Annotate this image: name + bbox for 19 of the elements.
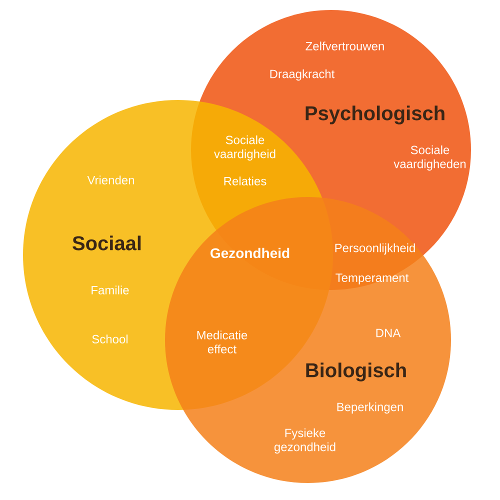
item-label: Fysieke gezondheid <box>274 428 336 454</box>
item-label: Vrienden <box>87 176 134 184</box>
circle-heading: Biologisch <box>306 362 406 382</box>
venn-circle <box>165 197 451 483</box>
overlap-label: Temperament <box>336 274 409 284</box>
item-label: Beperkingen <box>337 402 403 414</box>
item-label: Draagkracht <box>270 69 335 81</box>
overlap-label: Sociale vaardigheid <box>214 135 276 161</box>
item-label: School <box>92 334 128 344</box>
item-label: Zelfvertrouwen <box>306 42 384 50</box>
item-label: DNA <box>376 328 401 338</box>
item-label: Familie <box>92 286 129 294</box>
item-label: Sociale vaardigheden <box>394 145 466 171</box>
circle-heading: Psychologisch <box>306 106 444 124</box>
center-label: Gezondheid <box>210 248 290 258</box>
circle-heading: Sociaal <box>72 236 141 250</box>
overlap-label: Relaties <box>224 176 266 186</box>
overlap-label: Medicatie effect <box>197 330 248 354</box>
overlap-label: Persoonlijkheid <box>335 243 415 255</box>
